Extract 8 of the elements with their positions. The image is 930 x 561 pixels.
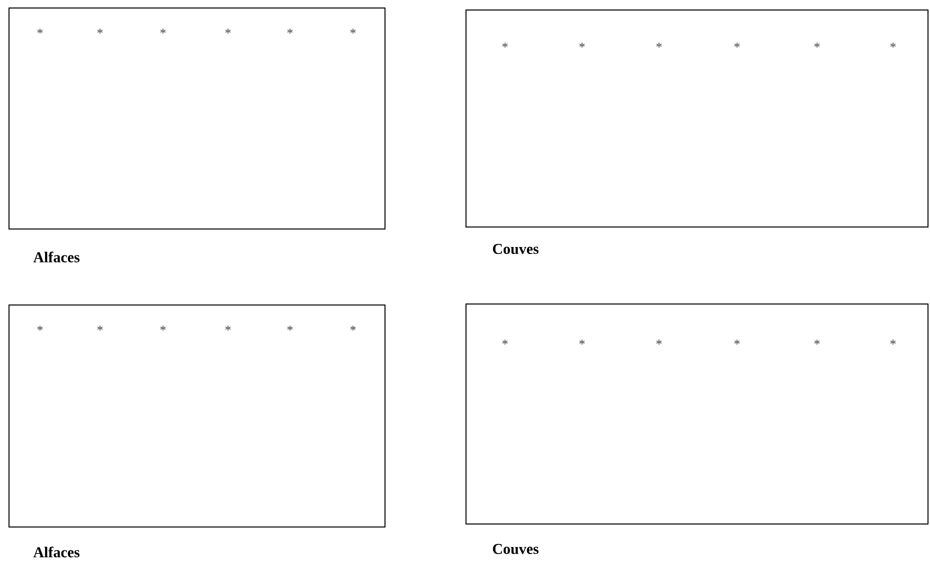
bed-label: Couves bbox=[492, 244, 538, 254]
planting-box: * * * * * * bbox=[8, 7, 386, 230]
planting-box: * * * * * * bbox=[466, 303, 928, 524]
planting-box: * * * * * * bbox=[466, 10, 928, 228]
bed-label: Alfaces bbox=[33, 252, 80, 262]
planting-box: * * * * * * bbox=[8, 304, 386, 528]
bed-label: Couves bbox=[492, 544, 538, 554]
bed-label: Alfaces bbox=[33, 546, 80, 558]
